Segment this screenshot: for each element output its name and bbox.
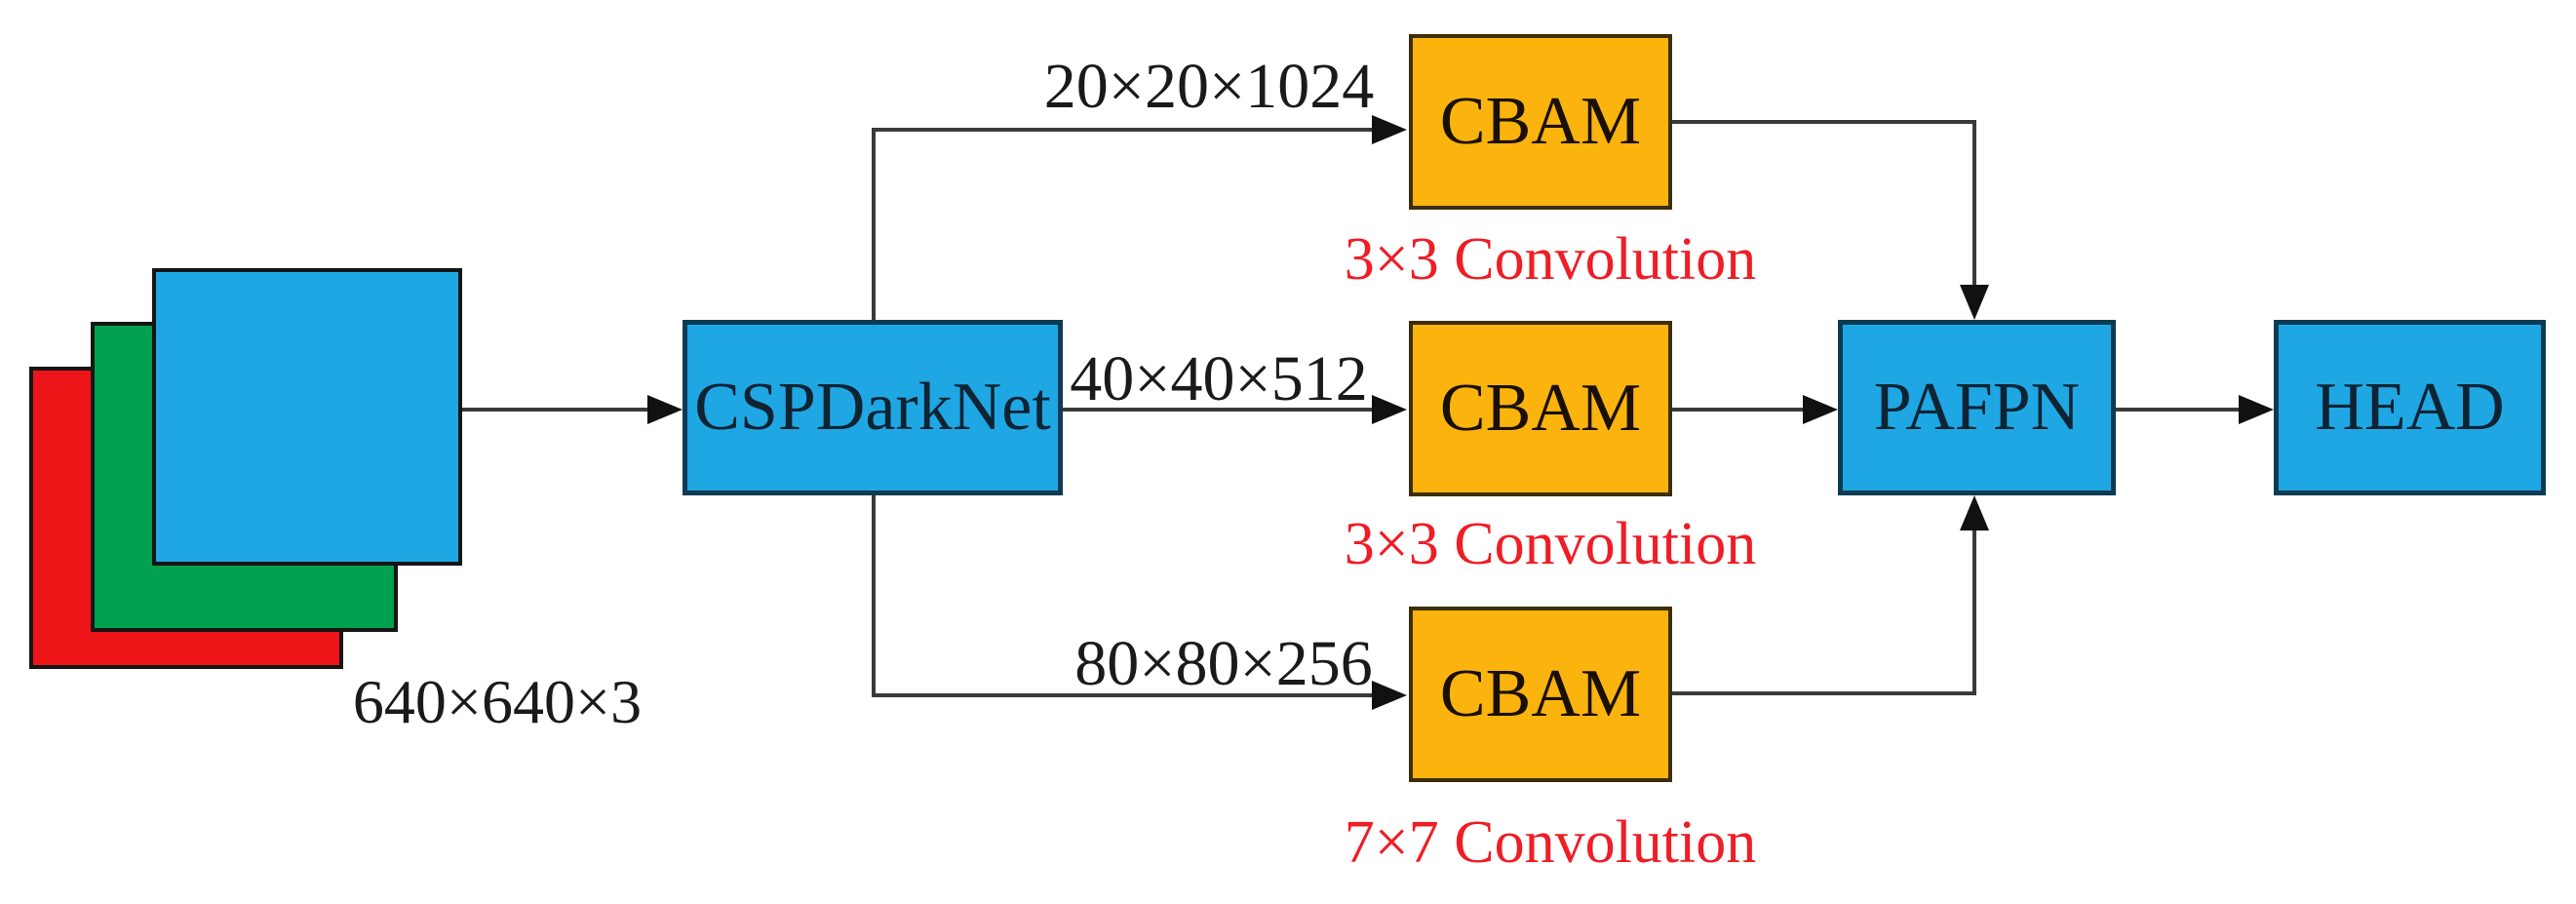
cbam-box-mid: CBAM (1409, 321, 1672, 496)
arrowhead-down-icon (1960, 285, 1989, 320)
arrowhead-right-icon (1372, 395, 1407, 424)
branch-dim-label-top: 20×20×1024 (1043, 51, 1375, 122)
connector-cbam-bottom-out-h (1672, 691, 1976, 695)
connector-top-branch (872, 128, 1372, 132)
conv-label-top: 3×3 Convolution (1344, 226, 1757, 293)
arrowhead-right-icon (647, 395, 683, 424)
input-dim-label: 640×640×3 (352, 667, 643, 736)
cbam-label-top: CBAM (1439, 84, 1642, 159)
connector-cbam-mid-out (1672, 408, 1803, 412)
arrowhead-right-icon (1803, 395, 1838, 424)
connector-backbone-bottom-riser (872, 495, 876, 697)
arrowhead-right-icon (1372, 681, 1407, 710)
connector-cbam-top-out-v (1972, 120, 1976, 286)
connector-cbam-bottom-out-v (1972, 529, 1976, 695)
backbone-box: CSPDarkNet (683, 320, 1063, 495)
cbam-box-bottom: CBAM (1409, 607, 1672, 782)
input-blue-layer (152, 268, 462, 566)
head-label: HEAD (2315, 370, 2505, 445)
cbam-box-top: CBAM (1409, 34, 1672, 210)
neck-label: PAFPN (1873, 370, 2081, 445)
conv-label-mid: 3×3 Convolution (1344, 511, 1757, 577)
cbam-label-mid: CBAM (1439, 371, 1642, 446)
head-box: HEAD (2274, 320, 2546, 495)
cbam-label-bottom: CBAM (1439, 656, 1642, 731)
connector-bottom-branch (872, 693, 1372, 697)
branch-dim-label-mid: 40×40×512 (1070, 343, 1368, 414)
arrowhead-right-icon (1372, 115, 1407, 144)
connector-cbam-top-out-h (1672, 120, 1976, 124)
connector-input-backbone (460, 408, 651, 412)
connector-neck-head (2116, 408, 2239, 412)
backbone-label: CSPDarkNet (694, 370, 1051, 445)
conv-label-bottom: 7×7 Convolution (1344, 809, 1757, 876)
branch-dim-label-bottom: 80×80×256 (1074, 628, 1373, 699)
connector-backbone-top-riser (872, 130, 876, 320)
connector-mid-branch (1063, 408, 1372, 412)
arrowhead-right-icon (2239, 395, 2274, 424)
neck-box: PAFPN (1838, 320, 2116, 495)
arrowhead-up-icon (1960, 495, 1989, 531)
